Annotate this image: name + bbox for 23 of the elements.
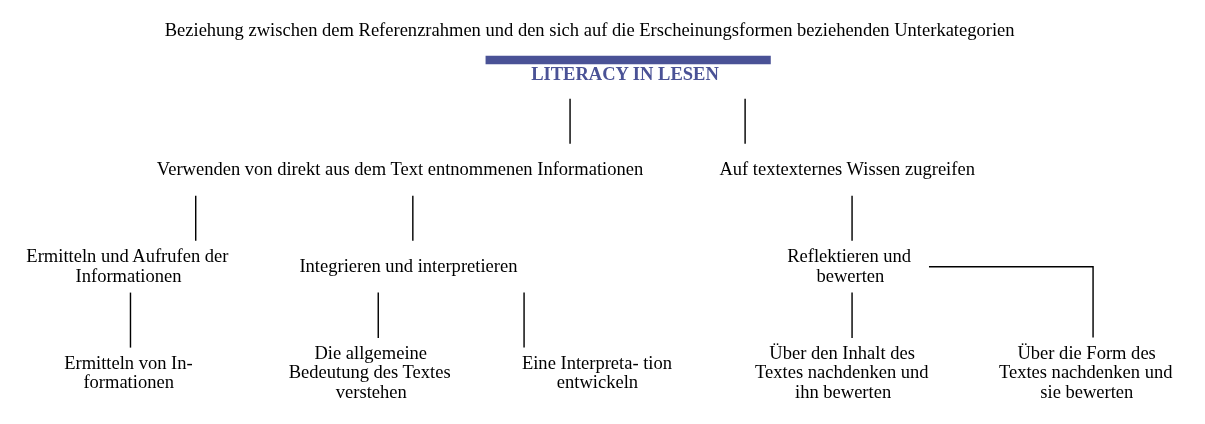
node-text: Integrieren und interpretieren — [299, 254, 518, 276]
connector — [195, 194, 197, 241]
connector — [569, 97, 571, 144]
connector — [412, 194, 414, 241]
connector — [851, 194, 853, 241]
node-text: Über die Form des Textes nachdenken und sie bewerten — [998, 341, 1173, 402]
node-text: Verwenden von direkt aus dem Text entnommenen Informationen — [156, 157, 644, 179]
node-text: Die allgemeine Bedeutung des Textes verstehen — [288, 341, 451, 402]
node-text: Eine Interpreta- tion entwickeln — [521, 351, 673, 392]
node-text: Ermitteln von In- formationen — [64, 351, 193, 392]
connector — [129, 291, 132, 348]
connector — [523, 291, 525, 348]
node-text: Über den Inhalt des Textes nachdenken und ihn bewerten — [755, 341, 929, 402]
node-text: Reflektieren und bewerten — [787, 244, 912, 286]
connector — [744, 97, 746, 144]
node-text: Auf textexternes Wissen zugreifen — [719, 157, 975, 179]
node-box — [485, 55, 771, 64]
connector — [851, 291, 853, 339]
node-text: Ermitteln und Aufrufen der Informationen — [26, 244, 229, 286]
diagram-title: Beziehung zwischen dem Referenzrahmen und den sich auf die Erscheinungsformen beziehenden Unterkategorien — [164, 18, 1015, 40]
connector — [377, 291, 379, 339]
connector — [928, 265, 1094, 338]
node-label: LITERACY IN LESEN — [531, 62, 719, 84]
